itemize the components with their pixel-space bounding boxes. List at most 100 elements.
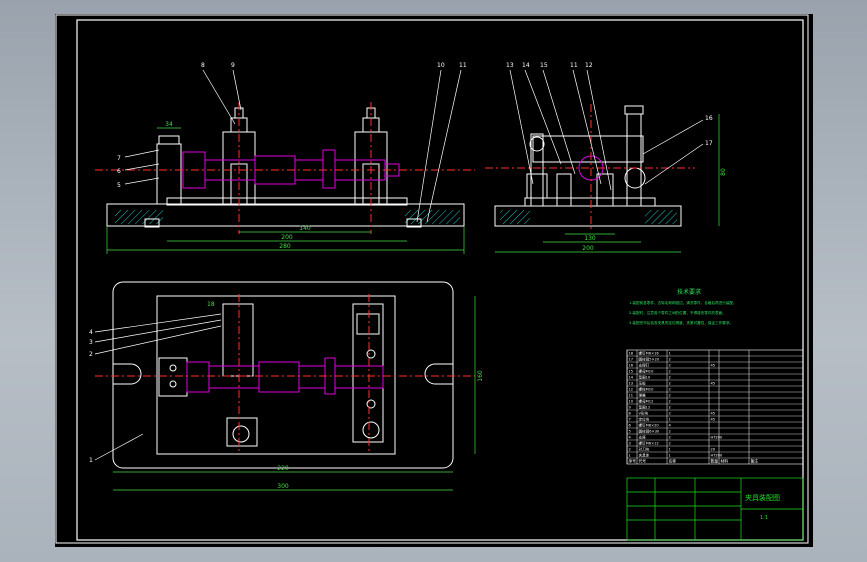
parts-cell: 2 <box>629 448 631 452</box>
parts-cell: 2 <box>669 442 671 446</box>
front-balloon-labels: 8 9 10 11 7 6 5 <box>117 62 467 189</box>
dim-200: 200 <box>281 234 293 241</box>
plan-locating-block <box>158 357 188 397</box>
scale-label: 1:1 <box>760 515 768 521</box>
plan-inner-outline <box>156 295 396 455</box>
side-clamp-plate <box>532 135 644 163</box>
side-stud-left <box>530 133 544 207</box>
parts-cell: 45 <box>711 418 716 422</box>
parts-cell: 支座 <box>639 435 647 440</box>
plan-dim-text: 160 220 300 <box>277 370 484 490</box>
drawing-sheet: 8 9 10 11 7 6 5 34 140 200 280 <box>55 14 809 544</box>
dim-200-side: 200 <box>582 245 594 252</box>
parts-cell: 45 <box>711 382 716 386</box>
parts-cell: 圆柱销6×30 <box>639 429 660 434</box>
dim-130: 130 <box>584 235 596 242</box>
dim-34: 34 <box>165 121 173 128</box>
tech-note-1: 1.装配前各零件，去除毛刺和锐边，清洗零件，合格后再进行装配。 <box>629 300 737 305</box>
title-block <box>626 477 804 541</box>
parts-cell: 2 <box>669 358 671 362</box>
tech-note-3: 3.装配完毕后检查夹具的定位精度，夹紧可靠性，保证工作要求。 <box>629 320 733 325</box>
side-dim-text: 80 130 200 <box>582 168 727 252</box>
balloon-8: 8 <box>201 62 205 69</box>
dim-220: 220 <box>277 465 289 472</box>
label-4: 4 <box>89 329 93 336</box>
side-dimensions <box>495 114 720 253</box>
parts-cell: 螺钉M6×16 <box>639 351 660 356</box>
parts-cell: 17 <box>629 358 634 362</box>
plan-leaders <box>94 313 222 461</box>
parts-cell: 弹簧 <box>639 393 647 398</box>
balloon-10: 10 <box>437 62 445 69</box>
parts-cell: 1 <box>669 418 671 422</box>
parts-cell: 支撑钉 <box>639 363 650 368</box>
front-base-key-left <box>144 218 160 228</box>
balloon-9: 9 <box>231 62 235 69</box>
plan-base-plate <box>112 281 454 469</box>
parts-cell: 2 <box>669 400 671 404</box>
plan-workpiece <box>186 357 384 395</box>
parts-cell: 夹具体 <box>639 453 650 458</box>
balloon-12: 12 <box>585 62 593 69</box>
plan-slot-right <box>424 363 453 385</box>
parts-cell: 11 <box>629 394 634 398</box>
parts-cell: 18 <box>629 352 634 356</box>
plan-slot-left <box>113 363 142 385</box>
parts-cell: 7 <box>629 418 631 422</box>
parts-cell: HT200 <box>711 436 723 440</box>
parts-cell: 2 <box>669 430 671 434</box>
tech-note-2: 2.装配时，注意各个零件之间的位置，不得碰伤零件的表面。 <box>629 310 726 315</box>
parts-cell: 2 <box>669 412 671 416</box>
parts-cell: 8 <box>629 412 632 416</box>
parts-cell: 1 <box>669 448 671 452</box>
parts-cell: 4 <box>629 436 632 440</box>
inner-border <box>76 19 804 541</box>
balloon-11: 11 <box>459 62 467 69</box>
parts-header-cell: 材料 <box>721 459 729 464</box>
balloon-13: 13 <box>506 62 514 69</box>
label-2: 2 <box>89 351 93 358</box>
outer-border <box>55 14 809 544</box>
parts-cell: V形块 <box>639 411 649 416</box>
label-3: 3 <box>89 339 93 346</box>
front-leaders <box>124 69 462 223</box>
label-18: 18 <box>207 301 215 308</box>
parts-cell: 16 <box>629 364 634 368</box>
parts-cell: 垫圈12 <box>639 405 651 410</box>
parts-cell: 压板 <box>639 381 647 386</box>
dim-280: 280 <box>279 243 291 250</box>
parts-cell: 对刀块 <box>639 447 650 452</box>
parts-cell: 14 <box>629 376 634 380</box>
dim-80: 80 <box>720 168 727 176</box>
parts-cell: 定位块 <box>639 417 650 422</box>
parts-cell: 13 <box>629 382 634 386</box>
parts-header-cell: 序号 <box>629 459 637 464</box>
label-16: 16 <box>705 115 713 122</box>
side-stud-right <box>626 113 642 207</box>
parts-cell: 6 <box>629 424 632 428</box>
parts-cell: 垫圈10 <box>639 375 651 380</box>
cad-viewport[interactable]: 8 9 10 11 7 6 5 34 140 200 280 <box>55 14 813 547</box>
title-block-name: 夹具装配图 <box>745 493 780 502</box>
front-base <box>106 203 465 227</box>
parts-cell: 45 <box>711 364 716 368</box>
dim-160: 160 <box>477 370 484 382</box>
front-locating-block <box>156 143 182 205</box>
label-5: 5 <box>117 182 121 189</box>
label-6: 6 <box>117 168 121 175</box>
parts-cell: 4 <box>669 424 672 428</box>
label-7: 7 <box>117 155 121 162</box>
parts-cell: 圆柱销5×20 <box>639 357 660 362</box>
parts-cell: 螺钉M8×20 <box>639 423 660 428</box>
parts-cell: 2 <box>669 394 671 398</box>
side-view <box>485 104 695 229</box>
front-dim-text: 34 140 200 280 <box>165 121 311 250</box>
front-workpiece <box>182 149 400 189</box>
plan-labels: 4 3 2 1 <box>89 329 93 464</box>
front-base-key-right <box>406 218 422 228</box>
parts-cell: 2 <box>669 406 671 410</box>
plan-dimensions <box>113 296 476 491</box>
side-balloon-labels: 13 14 15 11 12 16 17 <box>506 62 713 147</box>
parts-cell: 20 <box>711 448 716 452</box>
